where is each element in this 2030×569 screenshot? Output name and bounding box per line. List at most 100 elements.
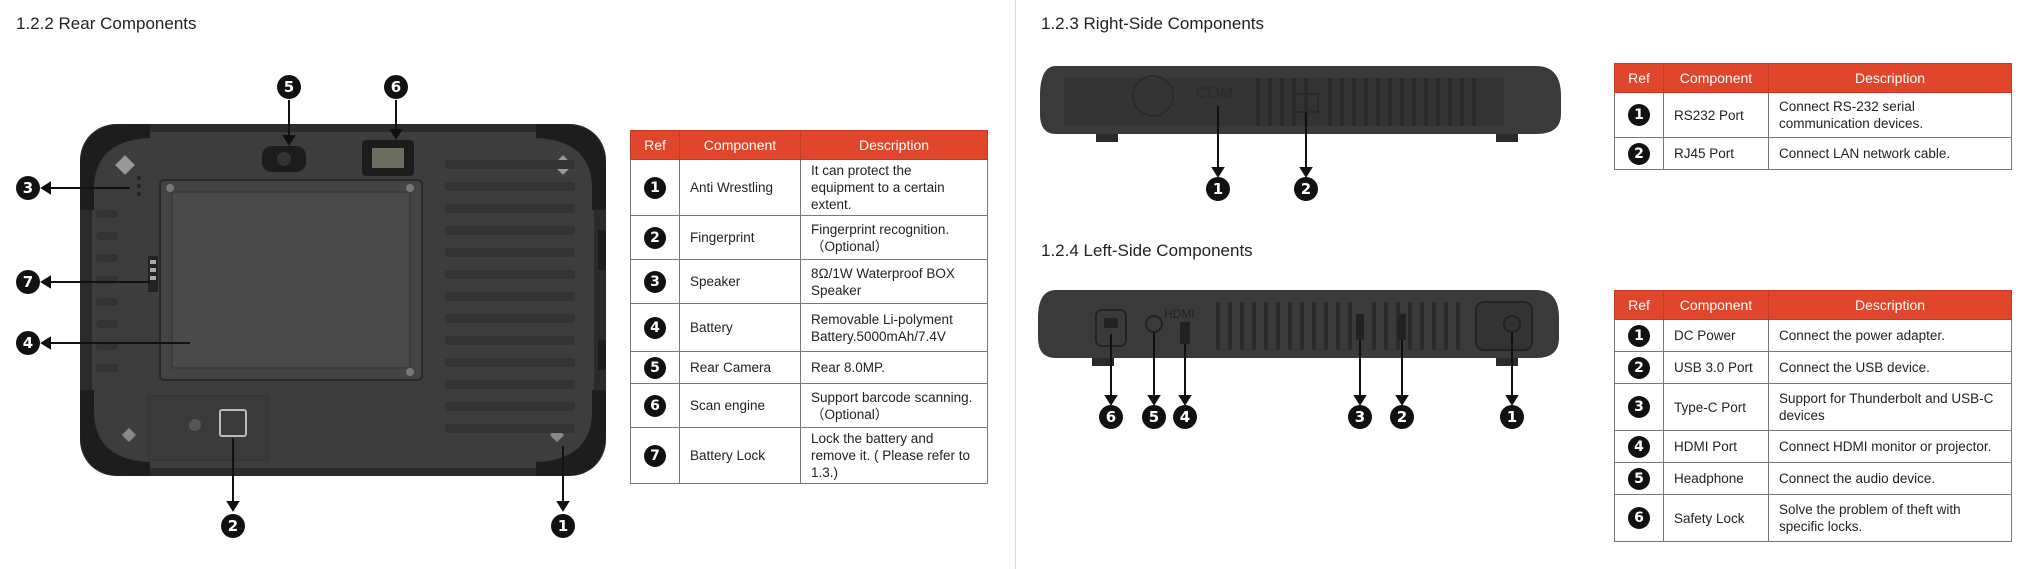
table-row: 3 Type-C Port Support for Thunderbolt an… [1614, 383, 2012, 431]
table-row: 6 Safety Lock Solve the problem of theft… [1614, 494, 2012, 542]
component-cell: Type-C Port [1663, 383, 1769, 431]
ref-badge: 2 [1628, 142, 1650, 165]
rear-device-illustration [40, 100, 606, 512]
left-callout-3: 3 [1348, 405, 1372, 429]
component-cell: Speaker [679, 259, 801, 304]
ref-badge: 5 [644, 356, 666, 379]
description-cell: Support barcode scanning.（Optional） [800, 383, 988, 428]
table-row: 4 HDMI Port Connect HDMI monitor or proj… [1614, 430, 2012, 463]
rear-callout-6: 6 [384, 75, 408, 99]
ref-badge: 1 [1628, 324, 1650, 347]
rear-callout-1: 1 [551, 514, 575, 538]
rear-callout-4: 4 [16, 331, 40, 355]
header-description: Description [1768, 290, 2012, 320]
ref-badge: 7 [644, 444, 666, 467]
table-row: 7 Battery Lock Lock the battery and remo… [630, 427, 988, 484]
table-row: 4 Battery Removable Li-polyment Battery.… [630, 303, 988, 352]
ref-badge: 1 [644, 176, 666, 199]
left-callout-arrows [1104, 332, 1519, 406]
description-cell: Support for Thunderbolt and USB-C device… [1768, 383, 2012, 431]
hdmi-port-label: HDMI [1164, 307, 1195, 321]
rear-ribs [96, 160, 575, 433]
table-row: 2 USB 3.0 Port Connect the USB device. [1614, 351, 2012, 384]
left-side-device-illustration: HDMI [1038, 290, 1559, 406]
left-callout-2: 2 [1390, 405, 1414, 429]
left-side-section-title: 1.2.4 Left-Side Components [1041, 241, 1253, 260]
description-cell: Fingerprint recognition.（Optional） [800, 215, 988, 260]
type-c-port [1356, 314, 1364, 340]
safety-lock-slot [1104, 318, 1118, 328]
component-cell: HDMI Port [1663, 430, 1769, 463]
header-description: Description [1768, 63, 2012, 93]
description-cell: Lock the battery and remove it. ( Please… [800, 427, 988, 484]
rear-callout-7: 7 [16, 270, 40, 294]
page-divider [1015, 0, 1016, 569]
right-side-section-title: 1.2.3 Right-Side Components [1041, 14, 1265, 33]
rear-section: 1.2.2 Rear Components [16, 14, 988, 538]
header-ref: Ref [1614, 63, 1664, 93]
rear-section-title: 1.2.2 Rear Components [16, 14, 197, 33]
description-cell: Connect the audio device. [1768, 462, 2012, 495]
component-cell: Fingerprint [679, 215, 801, 260]
component-cell: Safety Lock [1663, 494, 1769, 542]
description-cell: Removable Li-polyment Battery.5000mAh/7.… [800, 303, 988, 352]
description-cell: Solve the problem of theft with specific… [1768, 494, 2012, 542]
right-side-device-illustration: COM [1040, 66, 1561, 178]
component-cell: RS232 Port [1663, 92, 1769, 138]
ref-badge: 6 [644, 394, 666, 417]
table-row: 2 RJ45 Port Connect LAN network cable. [1614, 137, 2012, 170]
left-callout-5: 5 [1142, 405, 1166, 429]
ref-badge: 2 [1628, 356, 1650, 379]
usb-port [1398, 314, 1406, 340]
ref-badge: 4 [1628, 435, 1650, 458]
left-callout-1: 1 [1500, 405, 1524, 429]
component-cell: USB 3.0 Port [1663, 351, 1769, 384]
table-header-row: Ref Component Description [1614, 63, 2012, 93]
right-callout-2: 2 [1294, 177, 1318, 201]
table-row: 5 Headphone Connect the audio device. [1614, 462, 2012, 495]
component-cell: RJ45 Port [1663, 137, 1769, 170]
description-cell: It can protect the equipment to a certai… [800, 159, 988, 216]
table-header-row: Ref Component Description [1614, 290, 2012, 320]
right-callout-1: 1 [1206, 177, 1230, 201]
description-cell: 8Ω/1W Waterproof BOX Speaker [800, 259, 988, 304]
left-callout-6: 6 [1099, 405, 1123, 429]
description-cell: Connect HDMI monitor or projector. [1768, 430, 2012, 463]
header-ref: Ref [1614, 290, 1664, 320]
rear-callout-arrows [40, 100, 570, 512]
fingerprint-sensor [219, 409, 247, 437]
header-component: Component [1663, 290, 1769, 320]
description-cell: Connect the power adapter. [1768, 319, 2012, 352]
rear-callout-2: 2 [221, 514, 245, 538]
hdmi-port [1180, 322, 1190, 344]
ref-badge: 1 [1628, 104, 1650, 126]
header-component: Component [679, 130, 801, 160]
component-cell: Headphone [1663, 462, 1769, 495]
side-sections: 1.2.3 Right-Side Components COM 1 2 [1016, 0, 2030, 569]
ref-badge: 4 [644, 316, 666, 339]
ref-badge: 6 [1628, 507, 1650, 529]
left-side-body [1038, 290, 1559, 358]
ref-badge: 2 [644, 226, 666, 249]
description-cell: Connect RS-232 serial communication devi… [1768, 92, 2012, 138]
rear-callout-5: 5 [277, 75, 301, 99]
ref-badge: 5 [1628, 467, 1650, 490]
left-callout-4: 4 [1173, 405, 1197, 429]
right-callout-arrows [1211, 106, 1313, 178]
component-cell: DC Power [1663, 319, 1769, 352]
battery-lock [148, 256, 158, 292]
table-row: 1 DC Power Connect the power adapter. [1614, 319, 2012, 352]
component-cell: Scan engine [679, 383, 801, 428]
description-cell: Rear 8.0MP. [800, 351, 988, 384]
table-row: 2 Fingerprint Fingerprint recognition.（O… [630, 215, 988, 260]
component-cell: Battery Lock [679, 427, 801, 484]
description-cell: Connect LAN network cable. [1768, 137, 2012, 170]
rear-components-table: Ref Component Description 1 Anti Wrestli… [630, 130, 988, 484]
table-row: 1 RS232 Port Connect RS-232 serial commu… [1614, 92, 2012, 138]
table-row: 3 Speaker 8Ω/1W Waterproof BOX Speaker [630, 259, 988, 304]
table-row: 6 Scan engine Support barcode scanning.（… [630, 383, 988, 428]
component-cell: Rear Camera [679, 351, 801, 384]
component-cell: Battery [679, 303, 801, 352]
right-side-components-table: Ref Component Description 1 RS232 Port C… [1614, 63, 2012, 170]
table-header-row: Ref Component Description [630, 130, 988, 160]
